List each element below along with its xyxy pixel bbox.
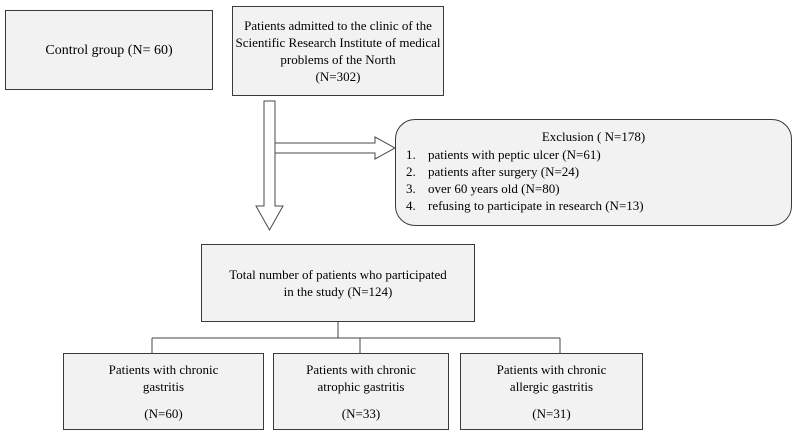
exclusion-item: 1. patients with peptic ulcer (N=61) bbox=[406, 146, 781, 163]
group-label-line-1: Patients with chronic bbox=[496, 362, 607, 377]
exclusion-item-number: 3. bbox=[406, 181, 416, 196]
exclusion-item-number: 4. bbox=[406, 198, 416, 213]
exclusion-box: Exclusion ( N=178) 1. patients with pept… bbox=[395, 119, 792, 226]
control-group-label: Control group (N= 60) bbox=[45, 42, 173, 58]
group-label-line-2: gastritis bbox=[142, 379, 185, 394]
total-participants-box: Total number of patients who participate… bbox=[201, 244, 475, 322]
admitted-line-3: problems of the North bbox=[280, 52, 396, 67]
exclusion-item-number: 1. bbox=[406, 147, 416, 162]
exclusion-list: 1. patients with peptic ulcer (N=61) 2. … bbox=[406, 146, 781, 214]
group-allergic-gastritis-box: Patients with chronic allergic gastritis… bbox=[460, 353, 643, 430]
total-line-2: in the study (N=124) bbox=[283, 284, 393, 299]
right-arrow bbox=[274, 136, 397, 160]
exclusion-title: Exclusion ( N=178) bbox=[541, 129, 646, 144]
exclusion-item: 4. refusing to participate in research (… bbox=[406, 197, 781, 214]
group-count: (N=60) bbox=[144, 406, 183, 421]
group-count: (N=33) bbox=[341, 406, 381, 421]
exclusion-item-text: patients after surgery (N=24) bbox=[428, 164, 580, 179]
group-chronic-gastritis-box: Patients with chronic gastritis (N=60) bbox=[63, 353, 264, 430]
admitted-line-2: Scientific Research Institute of medical bbox=[235, 35, 441, 50]
group-count: (N=31) bbox=[532, 406, 571, 421]
group-label-line-2: allergic gastritis bbox=[509, 379, 594, 394]
admitted-count: (N=302) bbox=[315, 69, 361, 84]
group-label-line-1: Patients with chronic bbox=[108, 362, 219, 377]
exclusion-item-text: over 60 years old (N=80) bbox=[428, 181, 560, 196]
group-atrophic-gastritis-box: Patients with chronic atrophic gastritis… bbox=[273, 353, 449, 430]
exclusion-item-text: patients with peptic ulcer (N=61) bbox=[428, 147, 601, 162]
admitted-patients-box: Patients admitted to the clinic of the S… bbox=[232, 6, 444, 96]
total-line-1: Total number of patients who participate… bbox=[229, 267, 447, 282]
exclusion-item: 2. patients after surgery (N=24) bbox=[406, 163, 781, 180]
group-label-line-2: atrophic gastritis bbox=[317, 379, 405, 394]
admitted-line-1: Patients admitted to the clinic of the bbox=[244, 18, 432, 33]
exclusion-item-text: refusing to participate in research (N=1… bbox=[428, 198, 644, 213]
control-group-box: Control group (N= 60) bbox=[5, 10, 213, 90]
group-label-line-1: Patients with chronic bbox=[306, 362, 416, 377]
exclusion-item-number: 2. bbox=[406, 164, 416, 179]
exclusion-item: 3. over 60 years old (N=80) bbox=[406, 180, 781, 197]
down-arrow bbox=[255, 100, 284, 232]
